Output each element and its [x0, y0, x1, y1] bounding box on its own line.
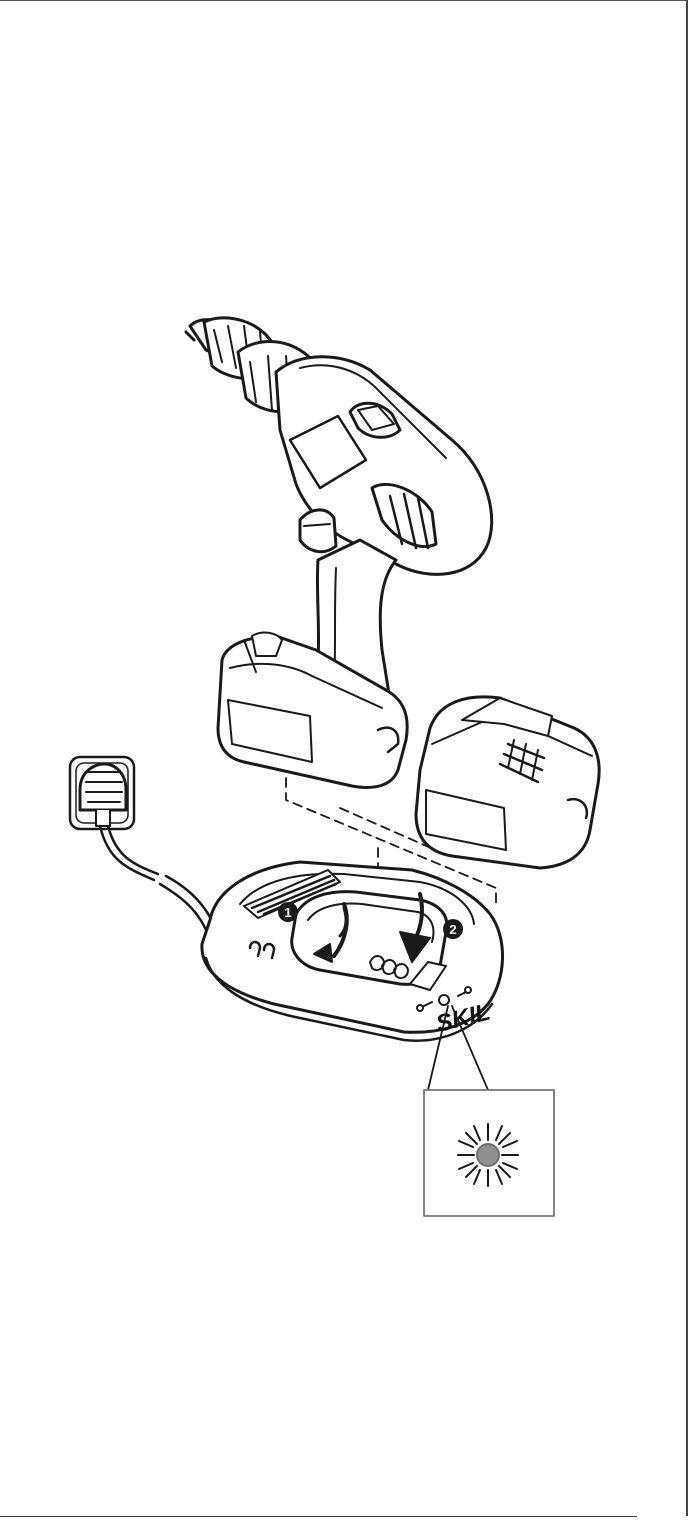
- step-label-2: 2: [449, 922, 456, 937]
- wall-outlet-plug-icon: [68, 755, 218, 942]
- step-badge-2: 2: [443, 919, 463, 939]
- step-badge-1: 1: [278, 902, 298, 922]
- battery-pack-icon: [414, 695, 601, 870]
- footer-rule: [0, 1516, 637, 1517]
- step-label-1: 1: [284, 905, 291, 920]
- flashing-led-icon: [457, 1123, 519, 1187]
- led-callout: [423, 1005, 555, 1217]
- battery-charger-icon: [200, 860, 505, 1042]
- cordless-drill-icon: [184, 316, 494, 789]
